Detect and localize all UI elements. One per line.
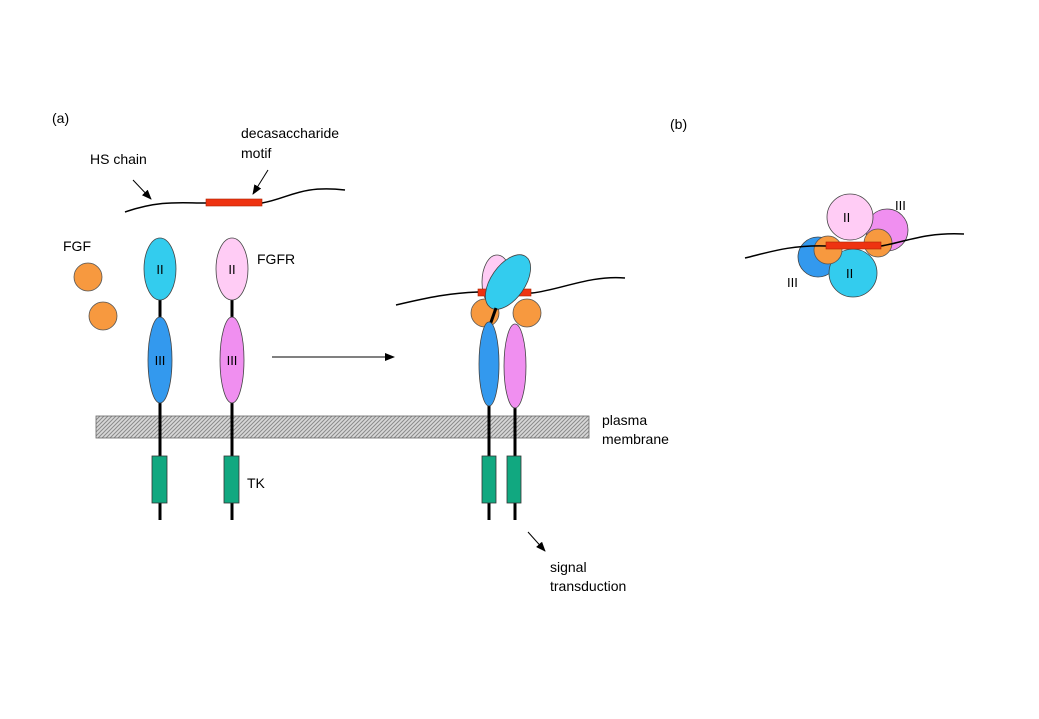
hs-chain-label: HS chain — [90, 151, 147, 167]
fgf-label: FGF — [63, 238, 91, 254]
domain-II-label: II — [156, 262, 163, 277]
panel-b: (b) II III II III — [670, 116, 965, 298]
receptor-domain-III-pink — [503, 323, 527, 409]
receptor-domain-II — [143, 237, 177, 301]
fgfr-label: FGFR — [257, 251, 295, 267]
panel-b-label: (b) — [670, 116, 687, 132]
membrane-label-line1: plasma — [602, 412, 647, 428]
fgf-ligand — [88, 301, 118, 331]
tk-domain — [506, 455, 522, 504]
receptor-domain-III — [147, 316, 173, 404]
decasaccharide-label-line1: decasaccharide — [241, 125, 339, 141]
signal-label-line1: signal — [550, 559, 587, 575]
receptor-domain-III — [219, 316, 245, 404]
receptor-domain-II — [215, 237, 249, 301]
decasaccharide-label-line2: motif — [241, 145, 271, 161]
fgfr-receptor-blue: II III — [143, 237, 177, 520]
domain-II-label: II — [843, 210, 850, 225]
receptor-domain-II-blue — [485, 254, 531, 310]
decasaccharide-motif-b — [825, 241, 882, 250]
membrane-label-line2: membrane — [602, 431, 669, 447]
domain-III-label: III — [787, 275, 798, 290]
tk-domain — [223, 455, 240, 504]
fgf-ligand — [813, 235, 843, 265]
plasma-membrane — [95, 415, 590, 439]
receptor-linker — [488, 307, 498, 326]
motif-arrow — [252, 169, 269, 195]
hs-chain-arrow — [132, 179, 152, 200]
domain-II-label: II — [228, 262, 235, 277]
domain-III-label: III — [155, 353, 166, 368]
domain-III-label: III — [227, 353, 238, 368]
domain-III-label: III — [895, 198, 906, 213]
fgf-ligand-bound — [512, 298, 542, 328]
tk-label: TK — [247, 475, 266, 491]
receptor-domain-III-blue — [478, 321, 500, 407]
tk-domain — [151, 455, 168, 504]
fgf-ligand — [73, 262, 103, 292]
ternary-complex — [395, 254, 626, 520]
domain-II-label: II — [846, 266, 853, 281]
panel-a-label: (a) — [52, 110, 69, 126]
decasaccharide-motif — [205, 198, 263, 207]
tk-domain — [481, 455, 497, 504]
signal-label-line2: transduction — [550, 578, 626, 594]
fgfr-receptor-pink: II III — [215, 237, 249, 520]
receptor-domain-II-pink — [826, 193, 874, 241]
signal-arrow — [527, 531, 546, 552]
panel-a: (a) HS chain decasaccharide motif FGF pl… — [52, 110, 669, 594]
